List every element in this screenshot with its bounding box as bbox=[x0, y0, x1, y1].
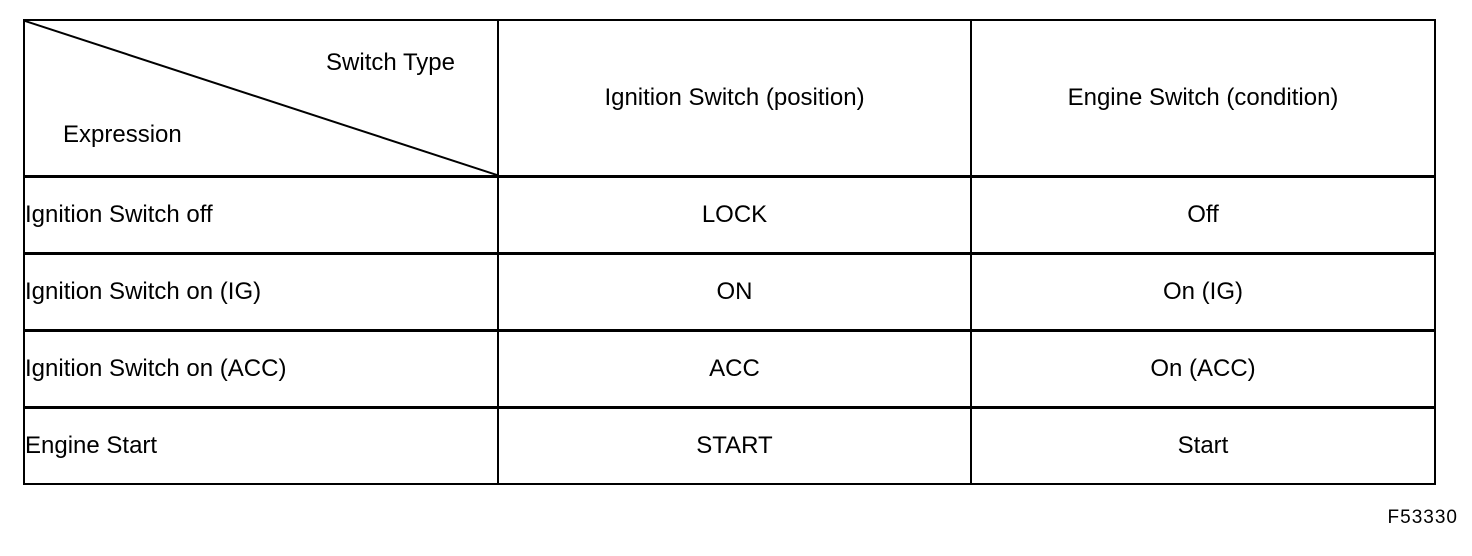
table-row-ignition-switch-on-acc: Ignition Switch on (ACC) ACC On (ACC) bbox=[23, 329, 1436, 409]
ignition-position-cell: LOCK bbox=[497, 175, 972, 255]
ignition-position-cell: ACC bbox=[497, 329, 972, 409]
corner-label-switch-type: Switch Type bbox=[326, 49, 455, 76]
table-row-ignition-switch-on-ig: Ignition Switch on (IG) ON On (IG) bbox=[23, 252, 1436, 332]
engine-condition-cell: Start bbox=[970, 406, 1436, 485]
switch-type-table: Switch Type Expression Ignition Switch (… bbox=[23, 19, 1436, 485]
engine-condition-cell: On (IG) bbox=[970, 252, 1436, 332]
table-row-engine-start: Engine Start START Start bbox=[23, 406, 1436, 485]
engine-condition-cell: Off bbox=[970, 175, 1436, 255]
corner-cell: Switch Type Expression bbox=[23, 19, 499, 178]
table-row-ignition-switch-off: Ignition Switch off LOCK Off bbox=[23, 175, 1436, 255]
expression-cell: Engine Start bbox=[23, 406, 499, 485]
expression-cell: Ignition Switch on (IG) bbox=[23, 252, 499, 332]
header-ignition-switch-position: Ignition Switch (position) bbox=[497, 19, 972, 178]
figure-code: F53330 bbox=[1387, 507, 1458, 528]
ignition-position-cell: ON bbox=[497, 252, 972, 332]
engine-condition-cell: On (ACC) bbox=[970, 329, 1436, 409]
ignition-position-cell: START bbox=[497, 406, 972, 485]
diagonal-divider-line bbox=[26, 21, 496, 175]
expression-cell: Ignition Switch off bbox=[23, 175, 499, 255]
header-row: Switch Type Expression Ignition Switch (… bbox=[23, 19, 1436, 178]
header-engine-switch-condition: Engine Switch (condition) bbox=[970, 19, 1436, 178]
expression-cell: Ignition Switch on (ACC) bbox=[23, 329, 499, 409]
corner-label-expression: Expression bbox=[63, 121, 182, 148]
